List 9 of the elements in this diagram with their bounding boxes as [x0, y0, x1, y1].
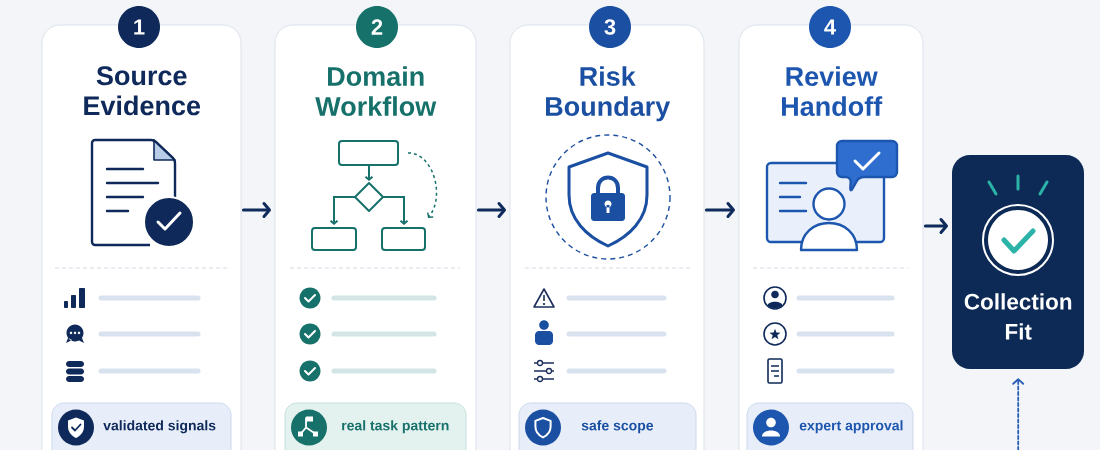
number-badge: 2: [356, 6, 398, 48]
number-badge: 4: [809, 6, 851, 48]
number-badge: 1: [118, 6, 160, 48]
arrow: [923, 218, 948, 234]
arrow: [704, 202, 735, 218]
arrow: [241, 202, 271, 218]
number-badge: 3: [589, 6, 631, 48]
arrow: [476, 202, 506, 218]
dashed-arrow: [1012, 378, 1025, 450]
